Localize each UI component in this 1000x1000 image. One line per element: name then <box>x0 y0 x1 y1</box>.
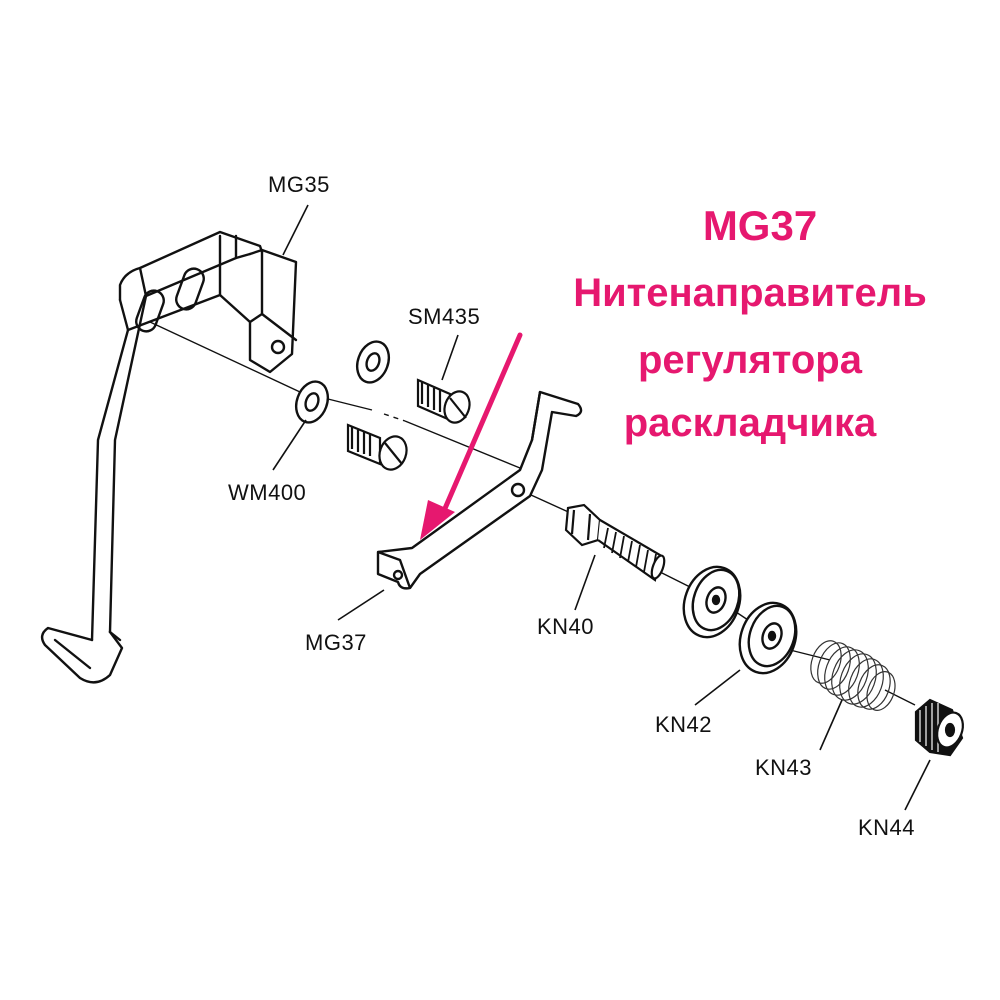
mg37-leader <box>337 589 385 621</box>
kn42-disc-1 <box>682 565 742 639</box>
mg37-thread-guide <box>376 390 583 590</box>
sm435-screw-lower <box>346 423 408 471</box>
mg35-leader <box>282 204 309 256</box>
kn42-leader <box>694 669 741 706</box>
assembly-axis <box>149 321 916 706</box>
kn43-spring <box>810 640 896 711</box>
label-kn44: KN44 <box>858 815 916 840</box>
headline-line3: раскладчика <box>623 401 877 445</box>
kn44-leader <box>904 759 931 811</box>
leader-lines <box>272 204 931 811</box>
sm435-leader <box>441 334 459 381</box>
kn43-leader <box>819 699 843 751</box>
label-mg35: MG35 <box>268 172 330 197</box>
wm400-leader <box>272 419 307 471</box>
kn40-stud <box>564 503 666 582</box>
mg35-bracket <box>40 230 298 684</box>
headline-line1: Нитенаправитель <box>573 271 927 315</box>
label-sm435: SM435 <box>408 304 481 329</box>
wm400-washer <box>294 380 330 424</box>
label-kn42: KN42 <box>655 712 713 737</box>
kn42-disc-2 <box>738 601 798 675</box>
sm435-screw-upper <box>416 378 471 424</box>
label-mg37: MG37 <box>305 630 367 655</box>
upper-washer <box>355 340 391 384</box>
headline-line2: регулятора <box>638 338 862 382</box>
kn40-leader <box>574 554 596 611</box>
label-kn43: KN43 <box>755 755 813 780</box>
label-kn40: KN40 <box>537 614 595 639</box>
kn44-knurled-nut <box>914 698 964 757</box>
label-wm400: WM400 <box>228 480 307 505</box>
pointer-arrow <box>420 332 523 540</box>
headline-code: MG37 <box>702 202 818 249</box>
